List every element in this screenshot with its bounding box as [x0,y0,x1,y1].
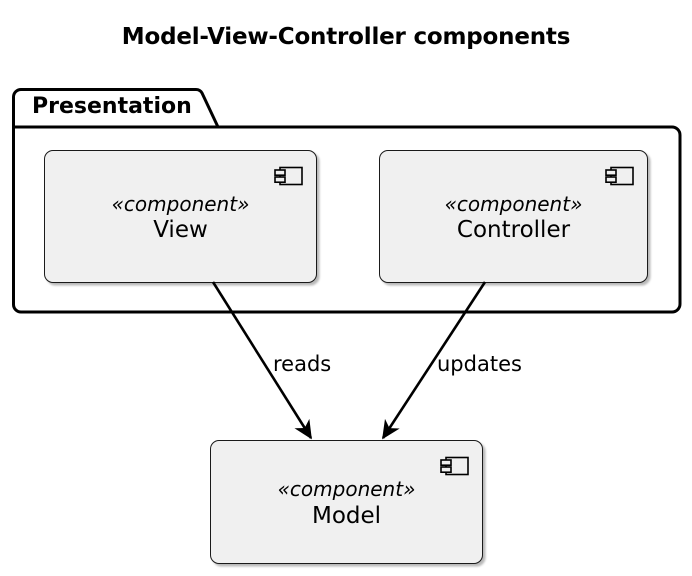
component-model-stereotype: «component» [277,477,416,502]
component-model-text: «component» Model [211,478,482,530]
uml-component-icon [440,456,469,476]
uml-component-icon [274,166,303,186]
component-model-name: Model [311,502,382,529]
component-controller-name: Controller [456,217,571,244]
component-view-name: View [153,217,208,244]
page-title: Model-View-Controller components [121,24,571,50]
connector-label-updates: updates [437,352,522,376]
component-controller-text: «component» Controller [380,191,647,245]
connector-label-reads: reads [273,352,332,376]
component-model[interactable]: «component» Model [210,440,483,564]
uml-component-icon [605,166,634,186]
component-controller-stereotype: «component» [444,191,583,216]
component-view-stereotype: «component» [111,191,250,216]
component-controller[interactable]: «component» Controller [379,150,648,283]
component-view[interactable]: «component» View [44,150,317,283]
package-label: Presentation [32,94,192,119]
component-view-text: «component» View [45,191,316,245]
